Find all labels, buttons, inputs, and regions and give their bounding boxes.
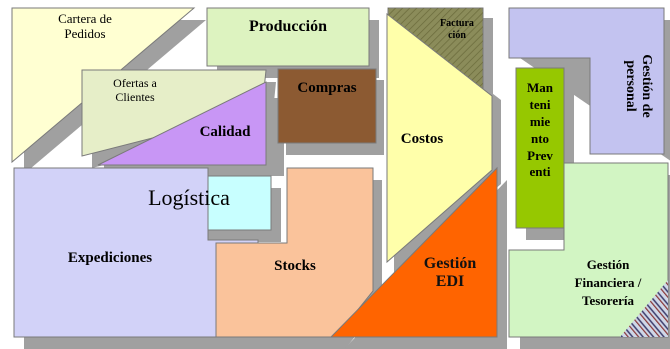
gestion-personal-shape <box>508 7 665 155</box>
gestion-edi-label: Gestión EDI <box>423 255 477 291</box>
compras-label: Compras <box>297 80 357 96</box>
gestion-personal-label: Gestión de personal <box>622 54 654 118</box>
gestion-financiera-label: Gestión Financiera / Tesorería <box>574 257 642 309</box>
logistica-label: Logística <box>148 185 230 210</box>
produccion-label: Producción <box>249 18 327 35</box>
mantenimiento-shape <box>515 67 565 229</box>
expediciones-shape <box>13 167 259 338</box>
produccion-shape <box>206 7 370 67</box>
mantenimiento-label: Man teni mie nto Prev enti <box>527 80 553 180</box>
costos-shape <box>386 12 493 264</box>
stocks-shape <box>215 167 374 338</box>
cartera-label: Cartera de Pedidos <box>58 11 112 41</box>
calidad-shape <box>97 81 267 166</box>
expediciones-label: Expediciones <box>67 250 153 266</box>
gestion-edi-shape <box>329 166 498 338</box>
decorative-twisted-icon <box>620 280 668 337</box>
calidad-label: Calidad <box>199 124 251 140</box>
costos-label: Costos <box>400 131 444 147</box>
gestion-financiera-shape <box>508 162 669 338</box>
compras-shape <box>277 68 377 144</box>
ofertas-label: Ofertas a Clientes <box>113 76 157 104</box>
facturacion-label: Factura ción <box>440 18 474 41</box>
stocks-label: Stocks <box>274 258 316 274</box>
